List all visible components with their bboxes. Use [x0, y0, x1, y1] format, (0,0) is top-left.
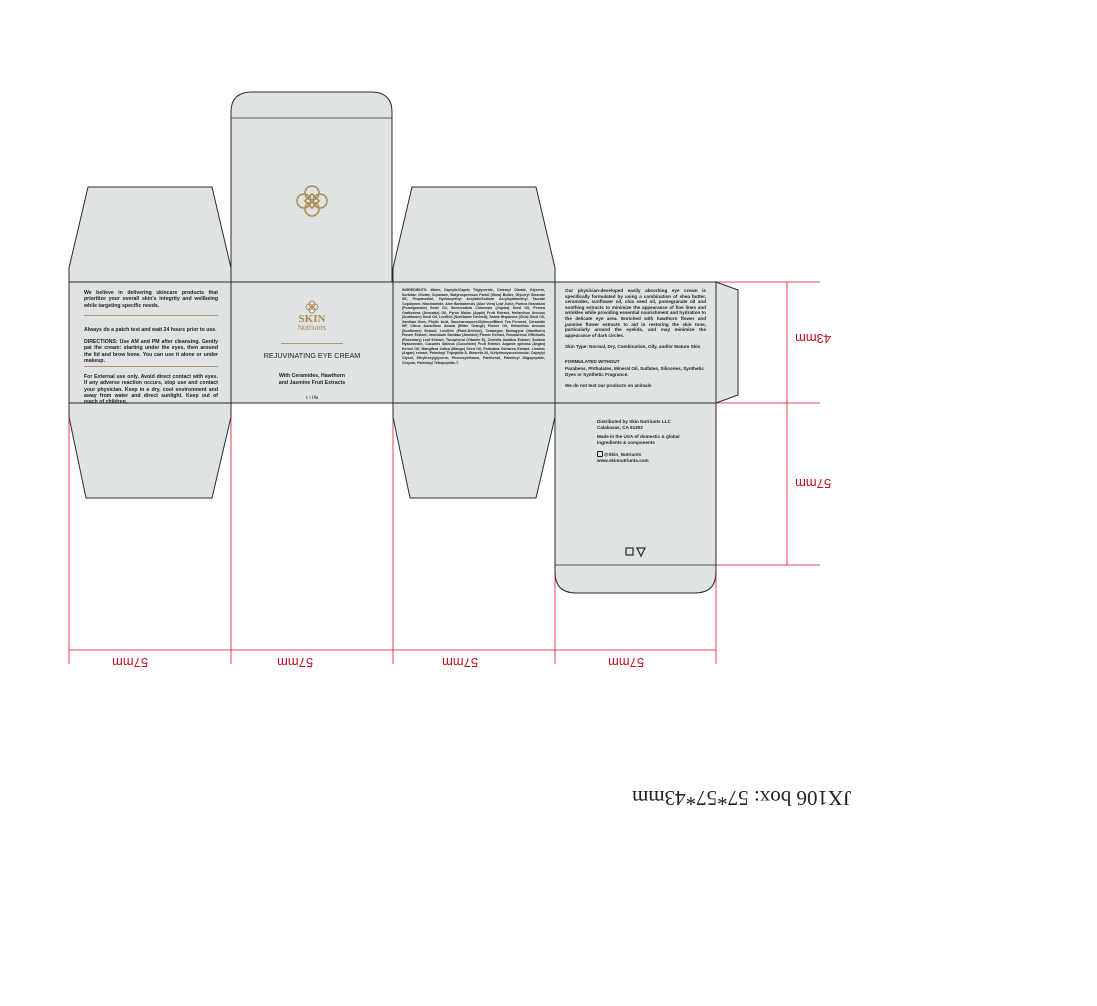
made-in-line2: ingredients & components — [597, 440, 655, 445]
distributor-city: Calabasas, CA 91302 — [597, 425, 643, 430]
dimension-label-width-4: 57mm — [608, 655, 645, 670]
tuck-flap-top — [230, 91, 393, 283]
front-panel — [230, 281, 394, 404]
left-divider-1 — [84, 315, 218, 316]
formulated-list: Parabens, Phthalates, Mineral Oil, Sulfa… — [565, 366, 704, 377]
dust-flap-bottom-right — [392, 402, 556, 499]
back-panel — [554, 281, 717, 404]
front-divider — [281, 343, 343, 344]
dust-flap-top-left — [68, 186, 232, 283]
left-intro-text: We believe in delivering skincare produc… — [84, 290, 218, 309]
glue-flap — [715, 281, 739, 404]
skin-type: Skin Type: Normal, Dry, Combination, Oil… — [565, 344, 701, 349]
left-warning-text: For External use only. Avoid direct cont… — [84, 374, 218, 406]
product-subtitle-line2: and Jasmine Fruit Extracts — [278, 380, 346, 386]
dust-flap-bottom-left — [68, 402, 232, 499]
left-patch-text: Always do a patch test and wait 24 hours… — [84, 327, 217, 333]
side-panel-left — [68, 281, 232, 404]
cruelty-free-note: We do not test our products on animals — [565, 383, 652, 388]
product-name: REJUVINATING EYE CREAM — [263, 351, 361, 360]
side-panel-ingredients — [392, 281, 556, 404]
instagram-icon — [597, 451, 603, 457]
distributor: Distributed by Skin Nutriunts LLC — [597, 419, 671, 424]
left-directions-text: DIRECTIONS: Use AM and PM after cleansin… — [84, 339, 218, 365]
product-description: Our physician-developed easily absorbing… — [565, 288, 706, 338]
dimension-label-height: 57mm — [795, 476, 832, 491]
website: www.skinnutriunts.com — [597, 458, 649, 463]
box-spec-caption: JX106 box: 57*57*43mm — [632, 786, 852, 810]
dimension-label-depth: 43mm — [795, 331, 832, 346]
product-subtitle-line1: With Ceramides, Hawthorn — [279, 373, 345, 379]
box-panels — [68, 91, 739, 594]
dimension-label-width-3: 57mm — [442, 655, 479, 670]
recycle-icon — [625, 547, 647, 558]
left-divider-2 — [84, 366, 218, 367]
dimension-label-width-2: 57mm — [277, 655, 314, 670]
brand-name-top: SKIN — [298, 313, 326, 325]
dimension-guides — [68, 281, 820, 664]
instagram-text: @Skin_Nutriunts — [604, 452, 642, 457]
brand-name-bottom: Nutriunts — [297, 325, 326, 332]
ingredients-text: INGREDIENTS: Water, Caprylic/Capric Trig… — [402, 288, 545, 365]
dimension-label-width-1: 57mm — [112, 655, 149, 670]
bottom-panel — [554, 402, 717, 594]
net-weight: 9g | ℮ 1 — [305, 395, 319, 400]
brand-emblem-icon — [296, 185, 328, 217]
brand-small-emblem-icon — [305, 300, 319, 314]
instagram-handle: @Skin_Nutriunts — [597, 451, 707, 458]
formulated-heading: FORMULATED WITHOUT — [565, 359, 620, 364]
dust-flap-top-right — [392, 186, 556, 283]
made-in-line1: Made in the USA of domestic & global — [597, 434, 680, 439]
